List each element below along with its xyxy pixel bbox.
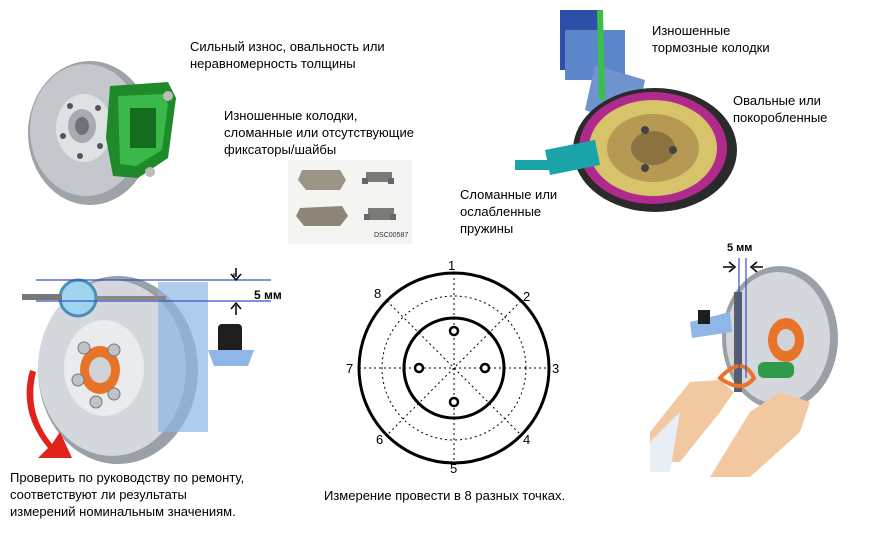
disc-wear-caption-line2: неравномерность толщины [190, 56, 356, 71]
eight-point-diagram [357, 271, 551, 465]
runout-left-measure-label: 5 мм [254, 288, 282, 302]
pads-caption-line3: фиксаторы/шайбы [224, 142, 337, 157]
point-label-7: 7 [346, 361, 354, 376]
oval-drum-line2: покоробленные [733, 110, 828, 125]
brake-pads-photo: DSC00587 [288, 160, 412, 244]
bolt-hole [413, 362, 425, 374]
thickness-arrow-right-icon [723, 261, 737, 273]
photo-label: DSC00587 [374, 232, 409, 239]
disc-wear-caption-line1: Сильный износ, овальность или [190, 39, 385, 54]
runout-guide-lines [36, 273, 271, 302]
springs-line3: пружины [460, 221, 514, 236]
eight-point-caption: Измерение провести в 8 разных точках. [324, 488, 566, 503]
bolt-hole [479, 362, 491, 374]
runout-caption-line2: соответствуют ли результаты [10, 487, 187, 502]
thickness-guide-lines [738, 258, 747, 378]
measurement-radials [359, 273, 549, 463]
point-label-3: 3 [552, 361, 560, 376]
point-label-8: 8 [374, 286, 382, 301]
pads-caption-line1: Изношенные колодки, [224, 108, 358, 123]
pads-caption-line2: сломанные или отсутствующие [224, 125, 414, 140]
runout-right-measure-label: 5 мм [727, 242, 753, 254]
disc-thickness-illustration [650, 266, 838, 477]
point-label-2: 2 [523, 289, 531, 304]
point-label-4: 4 [523, 432, 531, 447]
runout-caption-line1: Проверить по руководству по ремонту, [10, 470, 245, 485]
point-label-5: 5 [450, 461, 458, 476]
runout-arrow-up-icon [230, 301, 242, 315]
point-label-1: 1 [448, 258, 456, 273]
springs-line1: Сломанные или [460, 187, 558, 202]
worn-shoes-line1: Изношенные [652, 23, 731, 38]
bolt-hole [448, 396, 460, 408]
oval-drum-line1: Овальные или [733, 93, 821, 108]
springs-line2: ослабленные [460, 204, 542, 219]
runout-caption-line3: измерений номинальным значениям. [10, 504, 236, 519]
runout-arrow-down-icon [230, 268, 242, 282]
drum-brake-illustration [515, 10, 737, 212]
worn-shoes-line2: тормозные колодки [652, 40, 770, 55]
disc-caliper-illustration [28, 61, 176, 205]
thickness-arrow-left-icon [749, 261, 763, 273]
bolt-hole [448, 325, 460, 337]
runout-gauge-illustration [22, 276, 254, 464]
point-label-6: 6 [376, 432, 384, 447]
